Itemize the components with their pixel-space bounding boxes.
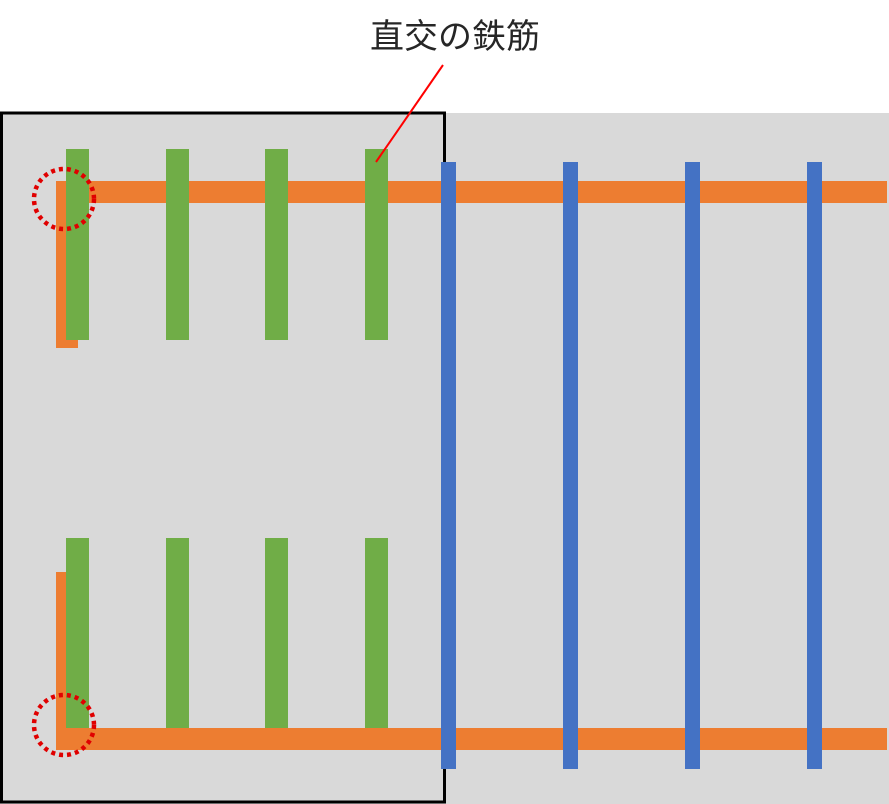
orthogonal-rebar-bottom-3: [265, 538, 288, 728]
joint-highlight-top: [31, 166, 97, 232]
orthogonal-rebar-top-4: [365, 149, 388, 340]
orthogonal-rebar-bottom-2: [166, 538, 189, 728]
main-rebar-top-horizontal: [56, 181, 887, 203]
orthogonal-rebar-bottom-1: [66, 538, 89, 728]
orthogonal-rebar-top-1: [66, 149, 89, 340]
distribution-rebar-2: [563, 162, 578, 769]
joint-highlight-bottom: [31, 692, 97, 758]
orthogonal-rebar-top-3: [265, 149, 288, 340]
annotation-label: 直交の鉄筋: [370, 17, 540, 57]
orthogonal-rebar-top-2: [166, 149, 189, 340]
distribution-rebar-1: [441, 162, 456, 769]
distribution-rebar-4: [807, 162, 822, 769]
orthogonal-rebar-bottom-4: [365, 538, 388, 728]
leader-line: [375, 64, 444, 163]
distribution-rebar-3: [685, 162, 700, 769]
main-rebar-bottom-horizontal: [56, 728, 887, 750]
